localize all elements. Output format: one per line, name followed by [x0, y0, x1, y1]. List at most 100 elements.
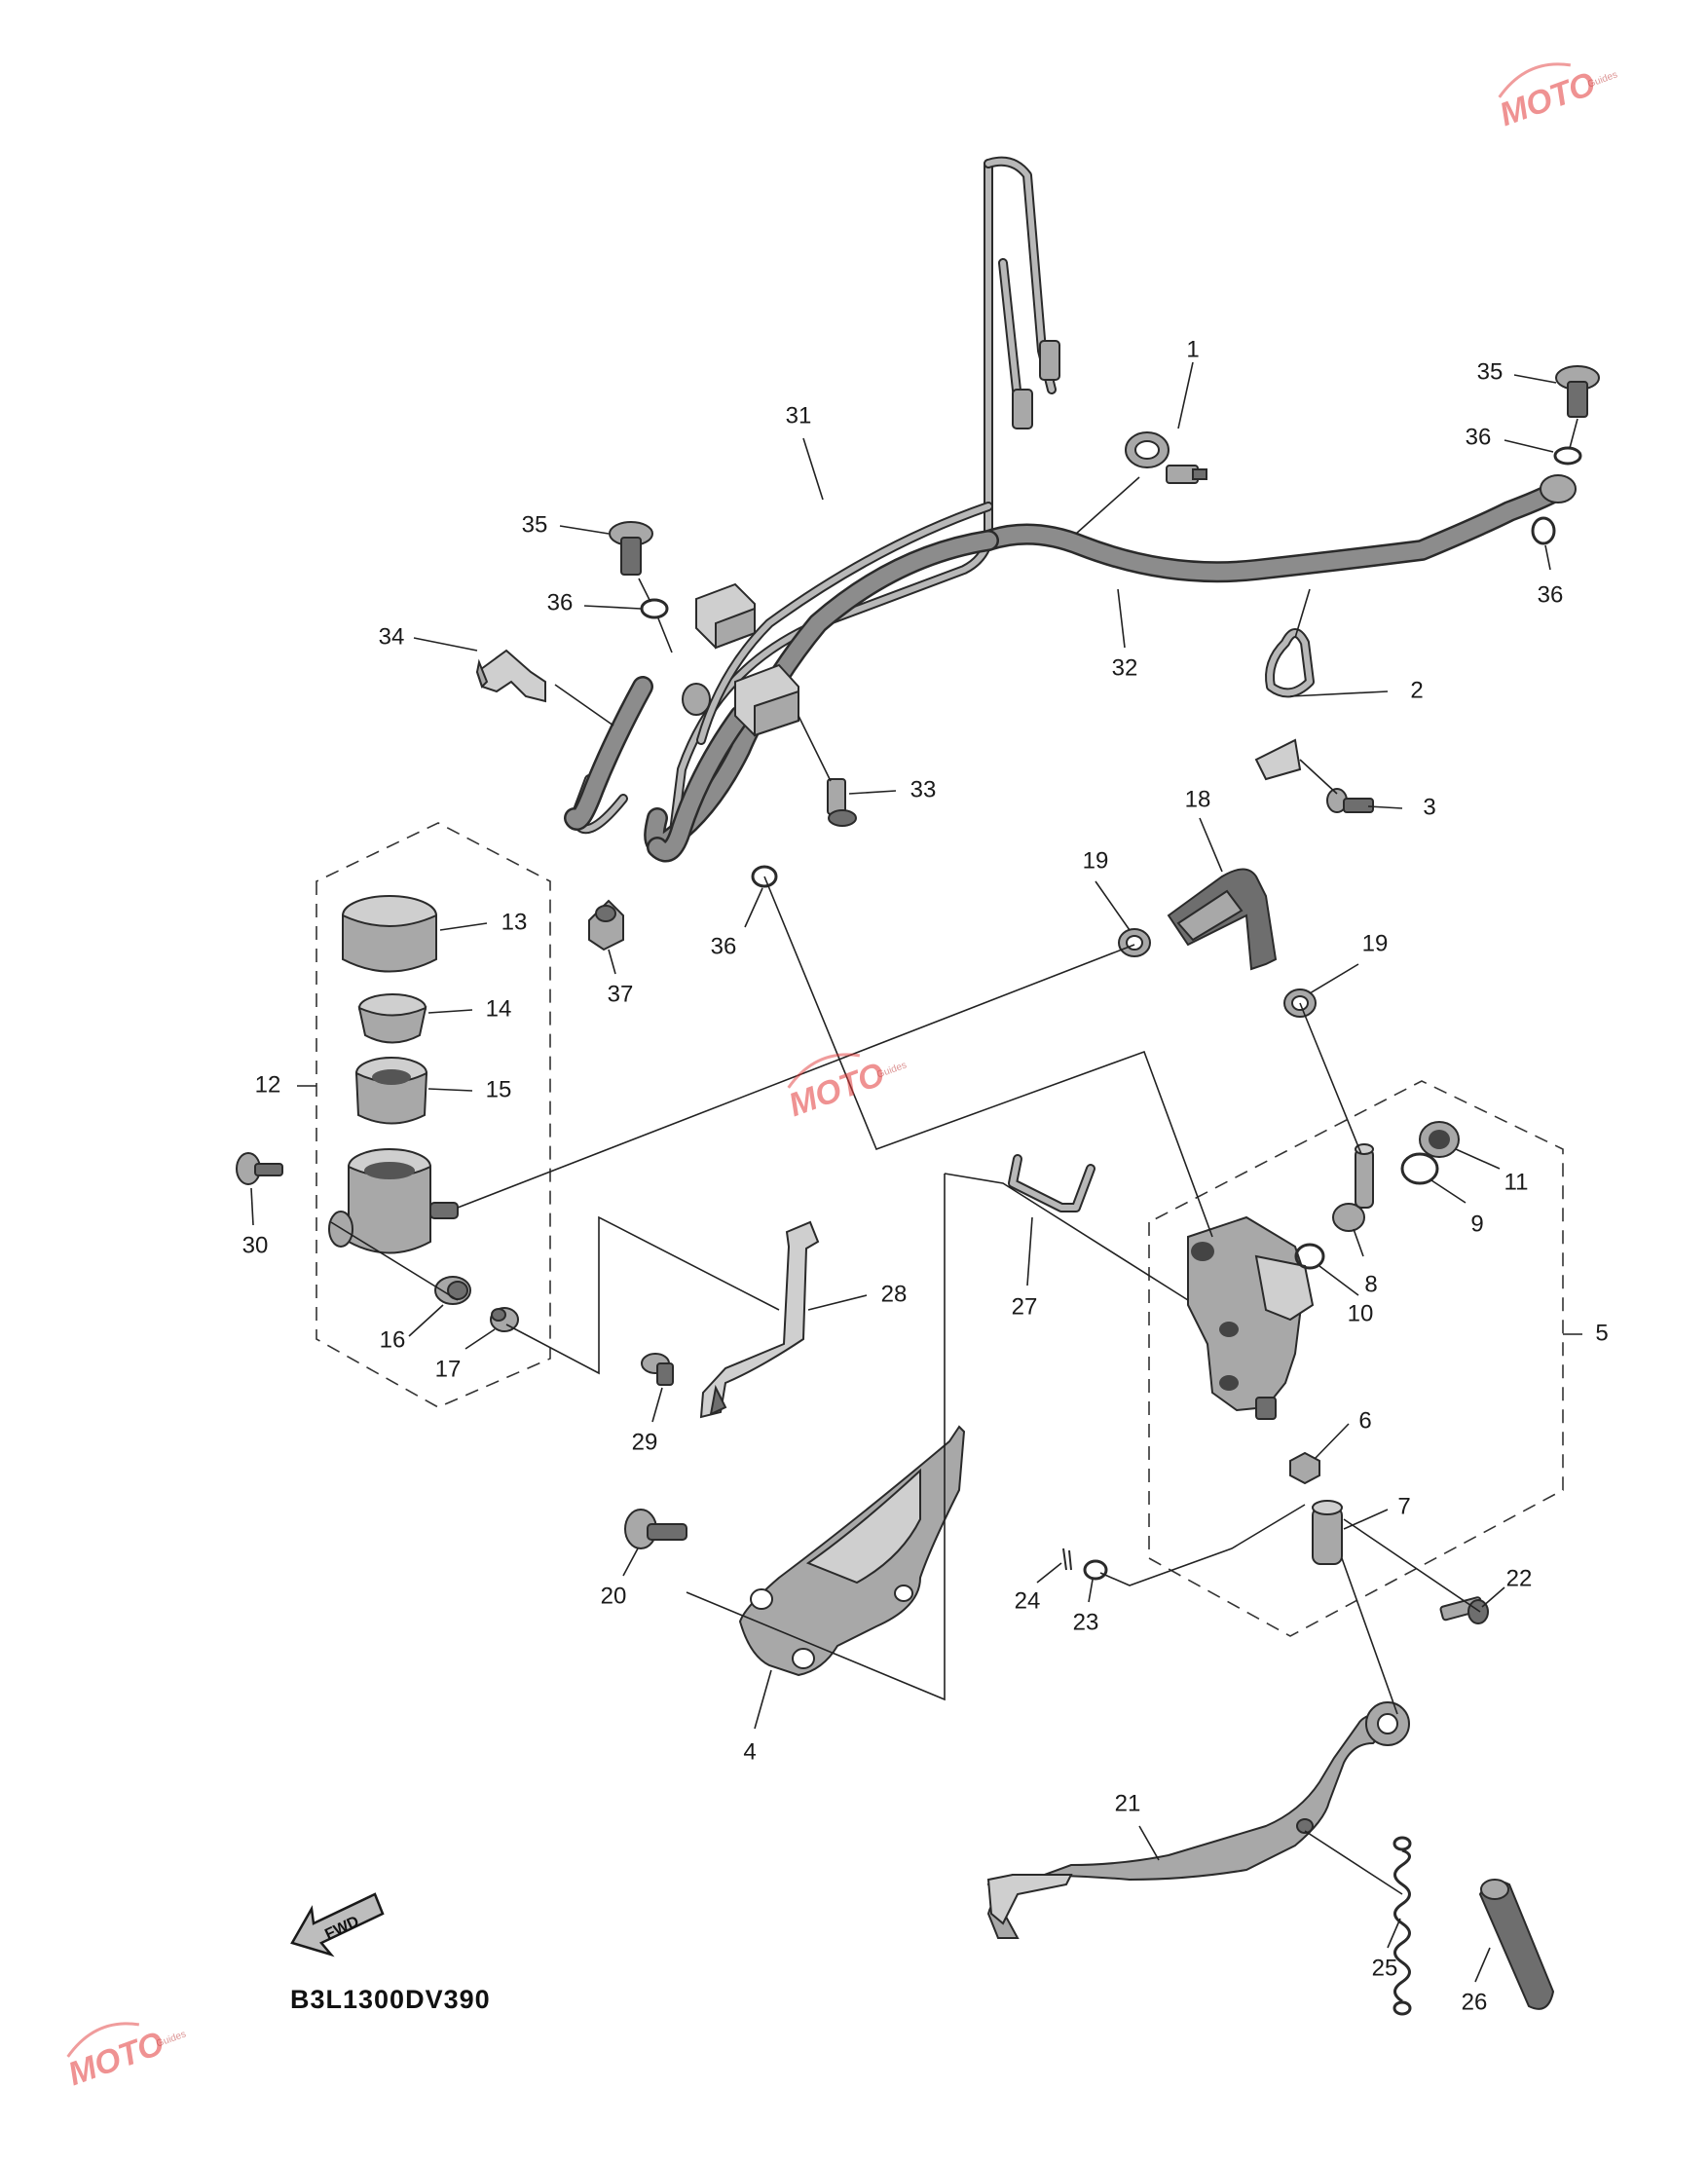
group-outline-master-cylinder: [1148, 1080, 1564, 1637]
callout-36-d: 36: [711, 933, 737, 959]
hose-clip-1: [1125, 431, 1207, 484]
callout-36-b: 36: [1538, 581, 1564, 608]
reservoir-cap-13: [342, 895, 437, 973]
brake-hose-32: [564, 476, 1574, 863]
watermark-logo-bottom-left: MOTO Guides: [63, 2022, 188, 2093]
bracket-27: [1008, 1154, 1095, 1212]
callout-26: 26: [1462, 1989, 1488, 2015]
diaphragm-plate-14: [357, 993, 427, 1044]
pipe-end-fitting-lower: [1012, 389, 1033, 429]
callout-18: 18: [1185, 786, 1211, 812]
bolt-3: [1326, 788, 1374, 813]
union-bolt-35-right: [1555, 365, 1600, 418]
washer-23: [1083, 1559, 1108, 1581]
callout-2: 2: [1410, 677, 1423, 703]
forward-direction-arrow-icon: FWD: [290, 1892, 385, 1958]
callout-35-left: 35: [522, 511, 548, 538]
callout-3: 3: [1423, 794, 1435, 820]
callout-21: 21: [1115, 1790, 1141, 1816]
reservoir-tank: [328, 1148, 459, 1254]
banjo-fitting-left: [682, 683, 711, 716]
callout-20: 20: [601, 1583, 627, 1609]
bolt-29: [641, 1353, 674, 1386]
grommet-16: [434, 1276, 471, 1305]
callout-5: 5: [1595, 1320, 1608, 1346]
callout-25: 25: [1372, 1955, 1398, 1981]
callout-11: 11: [1504, 1169, 1529, 1195]
nut-6: [1289, 1451, 1320, 1485]
master-cylinder-body: [1187, 1215, 1315, 1420]
watermark-logo-top-right: MOTO Guides: [1495, 62, 1619, 133]
callout-32: 32: [1112, 654, 1138, 681]
brake-cylinder-bracket-28: [699, 1220, 820, 1419]
hose-clamp-19-a: [1118, 928, 1151, 957]
callout-22: 22: [1506, 1565, 1533, 1591]
hose-guide-34: [475, 649, 546, 703]
callout-31: 31: [786, 402, 812, 429]
return-spring-25: [1392, 1836, 1412, 2016]
copper-washer-36-b: [1531, 516, 1556, 545]
callout-10: 10: [1348, 1300, 1374, 1326]
callout-36-c: 36: [547, 589, 574, 615]
callout-19-b: 19: [1362, 930, 1389, 956]
bolt-33: [827, 778, 857, 827]
svg-text:Guides: Guides: [155, 2029, 188, 2049]
clevis-7: [1312, 1500, 1343, 1565]
boot-11: [1419, 1121, 1460, 1158]
pipe-clamp-block-upper: [695, 582, 756, 650]
callout-12: 12: [255, 1071, 281, 1098]
callout-16: 16: [380, 1326, 406, 1353]
callout-14: 14: [486, 995, 512, 1022]
callout-1: 1: [1186, 336, 1199, 362]
brake-pedal-21: [986, 1701, 1410, 1939]
callout-29: 29: [632, 1429, 658, 1455]
cotter-pin-24: [1062, 1548, 1072, 1571]
callout-23: 23: [1073, 1609, 1099, 1635]
callout-19-a: 19: [1083, 847, 1109, 874]
callout-15: 15: [486, 1076, 512, 1102]
callout-6: 6: [1358, 1407, 1371, 1434]
callouts: 1 2 3 4 5 6 7 8 9 10 11 12 13 14 15 16 1: [242, 336, 1609, 2015]
watermark-logo-center: MOTO Guides: [784, 1053, 909, 1124]
callout-35-right: 35: [1477, 358, 1504, 385]
diagram-code: B3L1300DV390: [290, 1985, 491, 2014]
hose-joint-8: [1332, 1143, 1374, 1232]
svg-text:Guides: Guides: [875, 1060, 909, 1080]
reservoir-hose-18: [1167, 868, 1278, 971]
pipe-end-fitting-upper: [1039, 340, 1060, 381]
callout-36-a: 36: [1466, 424, 1492, 450]
callout-17: 17: [435, 1356, 462, 1382]
banjo-fitting-right: [1540, 474, 1577, 503]
connection-lines: [330, 418, 1578, 1895]
hose-clamp-2: [1254, 628, 1315, 781]
svg-text:MOTO: MOTO: [63, 2025, 168, 2093]
callout-33: 33: [910, 776, 937, 802]
callout-37: 37: [608, 981, 634, 1007]
bolt-20: [624, 1509, 687, 1549]
copper-washer-36-d: [751, 865, 778, 888]
callout-28: 28: [881, 1281, 908, 1307]
pedal-rubber-26: [1478, 1879, 1555, 2010]
callout-24: 24: [1015, 1587, 1041, 1614]
diaphragm-15: [354, 1057, 428, 1125]
nipple-17: [490, 1307, 519, 1332]
callout-4: 4: [743, 1738, 756, 1765]
callout-27: 27: [1012, 1293, 1038, 1320]
callout-7: 7: [1397, 1493, 1410, 1519]
callout-8: 8: [1364, 1271, 1377, 1297]
union-bolt-35-left: [609, 521, 653, 576]
copper-washer-36-c: [640, 598, 669, 619]
group-outline-reservoir: [316, 822, 551, 1408]
callout-30: 30: [242, 1232, 269, 1258]
screw-30: [236, 1152, 283, 1185]
svg-text:MOTO: MOTO: [1495, 65, 1600, 133]
svg-text:MOTO: MOTO: [784, 1056, 889, 1124]
brake-pipe-31: [570, 156, 1057, 852]
callout-13: 13: [501, 909, 528, 935]
copper-washer-36-a: [1553, 446, 1582, 466]
o-ring-10: [1294, 1243, 1325, 1270]
callout-9: 9: [1470, 1211, 1483, 1237]
callout-34: 34: [379, 623, 405, 650]
footrest-plate-4: [738, 1425, 966, 1677]
